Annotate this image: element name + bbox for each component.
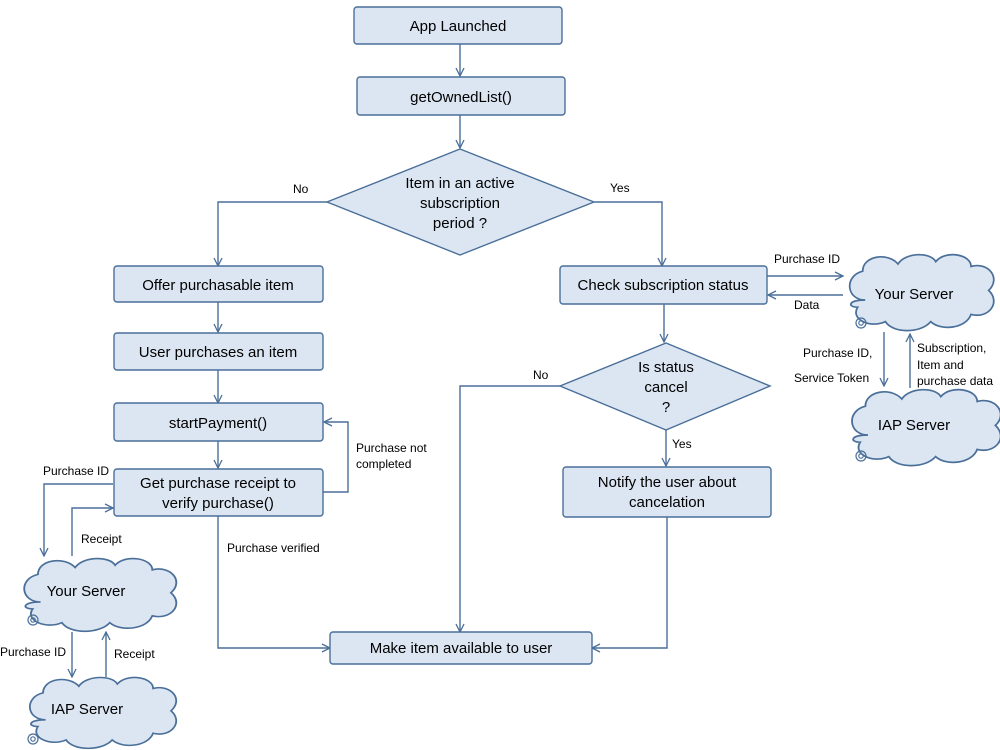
edge-purchase-not-completed bbox=[323, 422, 349, 493]
get-owned-list-label: getOwnedList() bbox=[410, 89, 512, 106]
edge-yourserver-receipt bbox=[71, 508, 113, 556]
receipt-bottom-label: Receipt bbox=[114, 647, 155, 661]
get-receipt-line-2: verify purchase() bbox=[162, 495, 274, 512]
active-subscription-line-2: subscription bbox=[420, 195, 500, 212]
purchase-id-bottom-label: Purchase ID bbox=[0, 645, 66, 659]
cloud-marker-icon bbox=[858, 320, 864, 326]
node-check-status bbox=[559, 265, 768, 305]
node-app-launched bbox=[353, 6, 563, 45]
yes-label-cancel: Yes bbox=[672, 437, 692, 451]
cloud-marker-icon bbox=[27, 733, 39, 745]
check-status-label: Check subscription status bbox=[578, 277, 749, 294]
node-user-purchases bbox=[113, 332, 324, 371]
cloud-marker-icon bbox=[855, 317, 867, 329]
subscription-item-line-1: Subscription, bbox=[917, 341, 986, 355]
process-nodes bbox=[113, 6, 772, 665]
is-cancel-line-3: ? bbox=[662, 399, 670, 416]
edge-notify-to-make bbox=[592, 517, 668, 648]
node-make-available bbox=[329, 631, 593, 665]
notify-user-line-2: cancelation bbox=[629, 494, 705, 511]
yes-label-top: Yes bbox=[610, 181, 630, 195]
no-label-top: No bbox=[293, 182, 309, 196]
is-cancel-line-2: cancel bbox=[644, 379, 687, 396]
notify-user-line-1: Notify the user about bbox=[598, 474, 737, 491]
node-labels: App Launched getOwnedList() Item in an a… bbox=[47, 18, 954, 718]
cloud-markers bbox=[27, 317, 867, 745]
active-subscription-line-3: period ? bbox=[433, 215, 487, 232]
no-label-cancel: No bbox=[533, 368, 549, 382]
cloud-marker-icon bbox=[30, 617, 36, 623]
cloud-marker-icon bbox=[855, 450, 867, 462]
node-notify-user bbox=[562, 466, 772, 518]
your-server-right-label: Your Server bbox=[875, 286, 954, 303]
purchase-not-completed-line-1: Purchase not bbox=[356, 441, 427, 455]
node-is-cancel-decision bbox=[558, 342, 772, 431]
purchase-id-right-label: Purchase ID bbox=[774, 252, 840, 266]
edge-decision-no bbox=[218, 201, 327, 266]
edge-cancel-no bbox=[460, 385, 560, 632]
purchase-id-service-line-1: Purchase ID, bbox=[803, 346, 872, 360]
cloud-marker-icon bbox=[27, 614, 39, 626]
make-available-label: Make item available to user bbox=[370, 640, 553, 657]
data-right-label: Data bbox=[794, 298, 820, 312]
your-server-left-label: Your Server bbox=[47, 583, 126, 600]
purchase-id-service-line-2: Service Token bbox=[794, 371, 869, 385]
node-get-receipt bbox=[113, 468, 324, 517]
user-purchases-label: User purchases an item bbox=[139, 344, 297, 361]
subscription-item-line-2: Item and bbox=[917, 358, 964, 372]
edge-purchase-verified bbox=[217, 516, 330, 648]
iap-server-right-label: IAP Server bbox=[878, 417, 950, 434]
cloud-marker-icon bbox=[30, 736, 36, 742]
node-get-owned-list bbox=[356, 76, 566, 116]
purchase-verified-label: Purchase verified bbox=[227, 541, 320, 555]
node-offer-item bbox=[113, 265, 324, 303]
iap-server-left-label: IAP Server bbox=[51, 701, 123, 718]
start-payment-label: startPayment() bbox=[169, 415, 267, 432]
edge-receipt-to-yourserver bbox=[44, 483, 113, 556]
subscription-item-line-3: purchase data bbox=[917, 374, 993, 388]
app-launched-label: App Launched bbox=[410, 18, 507, 35]
edge-decision-yes bbox=[594, 201, 662, 266]
edge-labels: No Yes Purchase not completed Purchase I… bbox=[0, 181, 993, 661]
offer-item-label: Offer purchasable item bbox=[142, 277, 293, 294]
get-receipt-line-1: Get purchase receipt to bbox=[140, 475, 296, 492]
purchase-not-completed-line-2: completed bbox=[356, 457, 411, 471]
is-cancel-line-1: Is status bbox=[638, 359, 694, 376]
purchase-id-left-label: Purchase ID bbox=[43, 464, 109, 478]
connectors bbox=[44, 44, 910, 677]
node-start-payment bbox=[113, 402, 324, 442]
node-active-subscription-decision bbox=[325, 148, 596, 256]
receipt-left-label: Receipt bbox=[81, 532, 122, 546]
cloud-marker-icon bbox=[858, 453, 864, 459]
active-subscription-line-1: Item in an active bbox=[405, 175, 514, 192]
